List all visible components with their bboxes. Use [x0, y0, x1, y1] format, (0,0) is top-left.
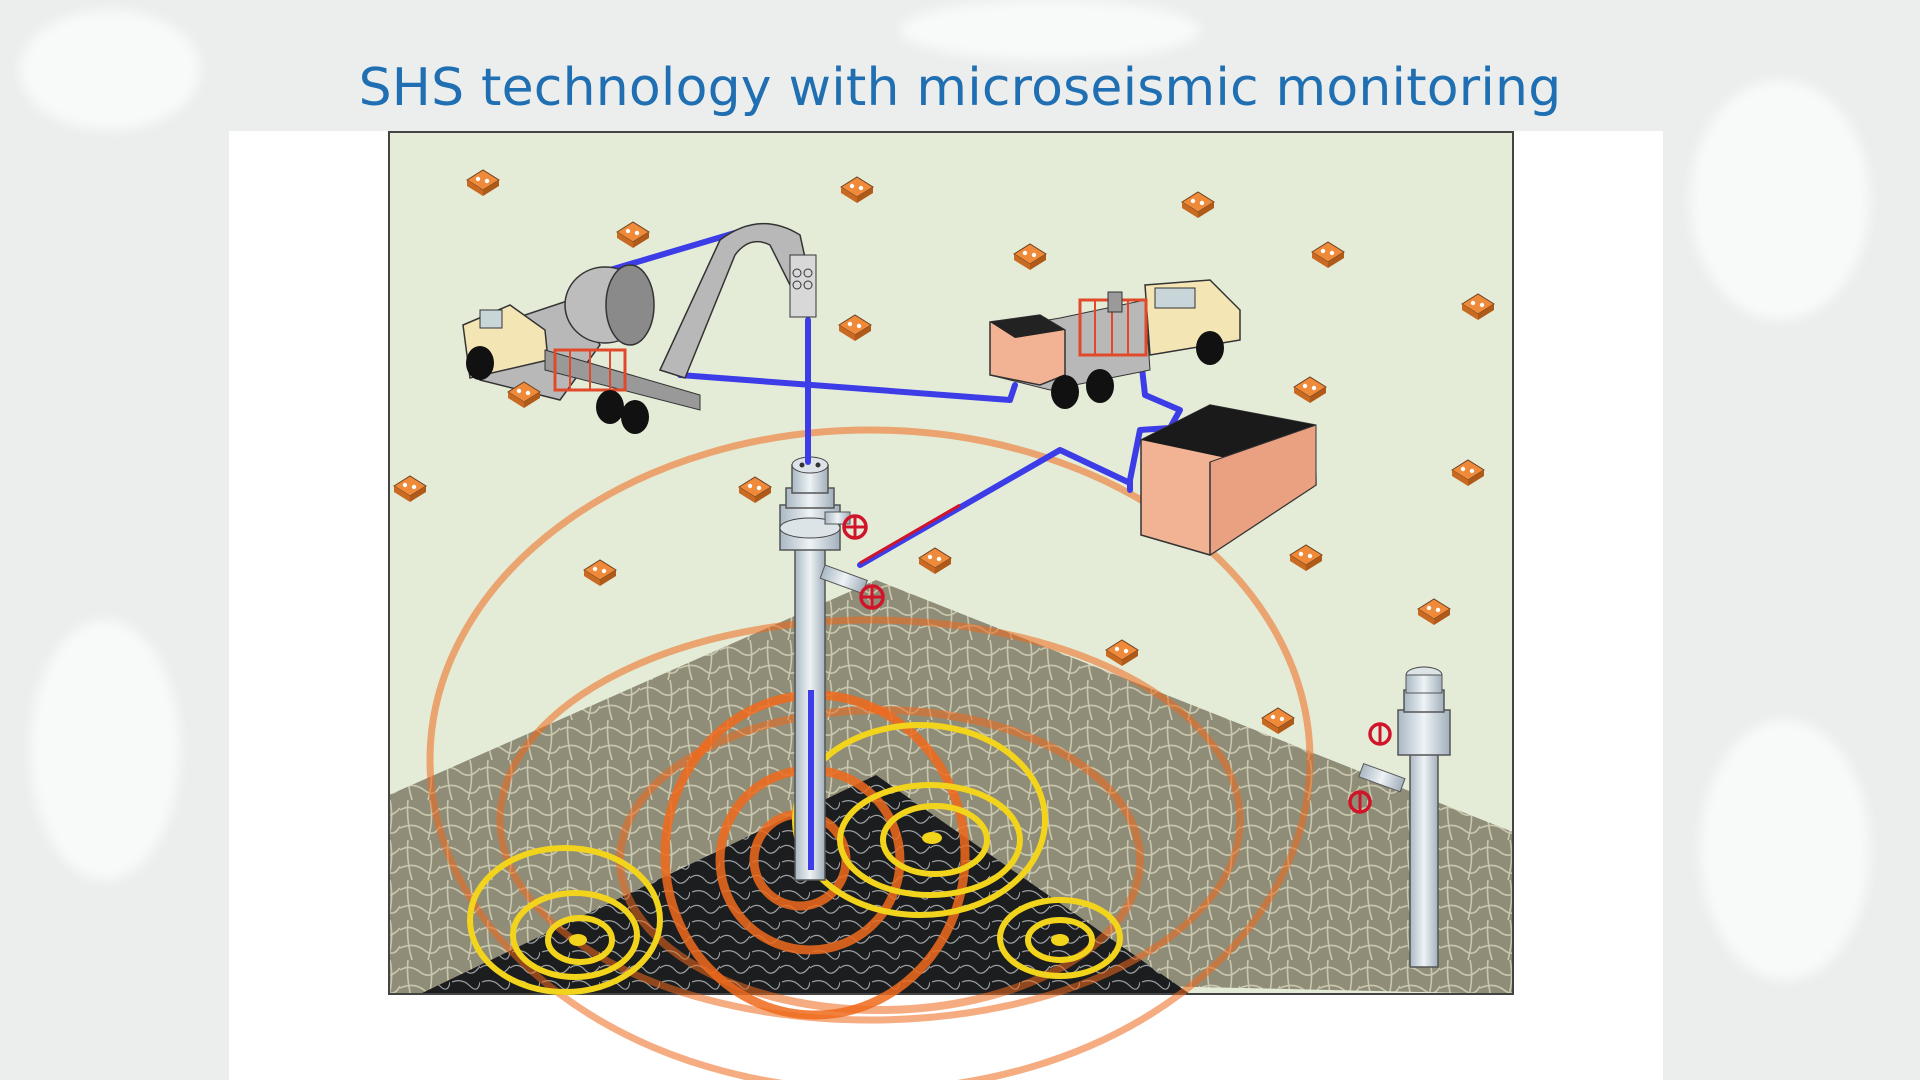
background-blob	[1700, 720, 1870, 980]
control-container	[1140, 404, 1317, 556]
observation-well	[1358, 666, 1451, 968]
background-blob	[20, 10, 200, 130]
injection-well	[779, 456, 868, 881]
valve-icon	[842, 514, 868, 540]
background-blob	[30, 620, 180, 880]
slide-title: SHS technology with microseismic monitor…	[358, 58, 1562, 118]
background-blob	[900, 0, 1200, 60]
valve-icon	[1348, 790, 1372, 814]
crane-truck-icon	[462, 223, 817, 434]
truck-icon	[989, 279, 1241, 409]
valve-icon	[1368, 722, 1392, 746]
injection-line	[859, 503, 961, 565]
valve-icon	[859, 584, 885, 610]
background-blob	[1690, 80, 1870, 320]
event-hypocenters	[569, 832, 1069, 946]
